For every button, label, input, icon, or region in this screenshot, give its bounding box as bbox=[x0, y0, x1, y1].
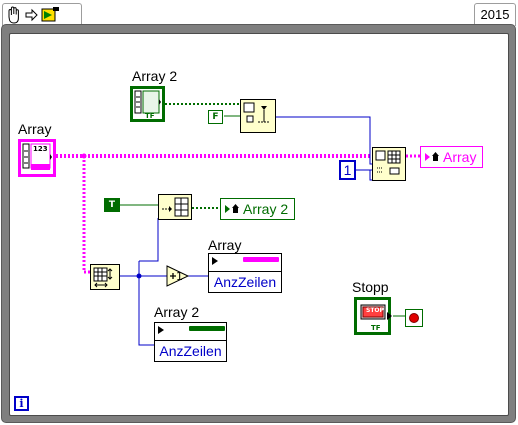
increment-glyph: 1 bbox=[176, 270, 183, 283]
string-array-icon bbox=[22, 143, 52, 170]
run-icon[interactable] bbox=[41, 7, 59, 22]
array2-local-text: Array 2 bbox=[243, 201, 289, 217]
property-owner-icon bbox=[158, 326, 164, 334]
numeric-constant-one[interactable]: 1 bbox=[339, 160, 356, 180]
diagram-toolbar bbox=[2, 3, 82, 26]
array-control-terminal[interactable]: 123 bbox=[18, 139, 56, 177]
stopp-control-terminal[interactable]: STOP TF bbox=[354, 297, 392, 335]
iteration-terminal: i bbox=[14, 396, 29, 411]
replace-array-node[interactable] bbox=[158, 194, 192, 220]
num-wire-to-insert[interactable] bbox=[139, 218, 159, 262]
terminal-arrow-icon bbox=[387, 312, 392, 320]
property-owner-icon bbox=[212, 257, 218, 265]
array-property-label: Array bbox=[208, 237, 242, 253]
array2-property-node[interactable]: AnzZeilen bbox=[154, 322, 227, 362]
array-size-icon bbox=[93, 267, 113, 288]
index-array-icon bbox=[243, 102, 270, 123]
array2-control-terminal[interactable]: TF bbox=[130, 86, 165, 122]
toolbar-icons bbox=[8, 6, 59, 24]
string-wire-array-branch[interactable] bbox=[82, 156, 92, 274]
array-property-name[interactable]: AnzZeilen bbox=[209, 271, 281, 293]
false-constant[interactable]: F bbox=[208, 110, 223, 124]
array2-property-name[interactable]: AnzZeilen bbox=[155, 340, 226, 362]
num-marker: 123 bbox=[33, 145, 48, 153]
wire-junctions bbox=[81, 153, 142, 279]
local-arrow-icon bbox=[225, 205, 230, 213]
array2-control-label: Array 2 bbox=[132, 68, 178, 84]
version-tab: 2015 bbox=[474, 3, 516, 26]
tf-marker: TF bbox=[371, 324, 381, 332]
array-control-label: Array bbox=[18, 121, 52, 137]
array-local-variable[interactable]: Array bbox=[420, 146, 484, 168]
array2-local-variable[interactable]: Array 2 bbox=[220, 198, 296, 220]
string-junction bbox=[81, 153, 87, 159]
house-icon bbox=[432, 152, 439, 161]
stop-button-icon bbox=[360, 304, 386, 320]
index-array-node[interactable] bbox=[240, 99, 276, 133]
stop-condition-icon bbox=[409, 313, 419, 323]
true-constant[interactable]: T bbox=[104, 198, 120, 212]
loop-stop-terminal[interactable] bbox=[405, 309, 423, 327]
insert-array-icon bbox=[375, 150, 401, 175]
insert-into-array-node[interactable] bbox=[372, 147, 406, 181]
array2-property-label: Array 2 bbox=[154, 304, 200, 320]
house-icon bbox=[232, 204, 239, 213]
string-wires bbox=[56, 154, 420, 274]
stopp-control-label: Stopp bbox=[352, 279, 389, 295]
tf-marker: TF bbox=[145, 112, 155, 120]
num-wire-array2-rows[interactable] bbox=[138, 276, 155, 346]
boolean-type-bar bbox=[189, 326, 225, 331]
boolean-wires bbox=[120, 103, 405, 317]
string-type-bar bbox=[243, 257, 279, 262]
numeric-junction bbox=[136, 273, 142, 279]
array-size-node[interactable] bbox=[90, 264, 120, 290]
arrow-icon[interactable] bbox=[25, 8, 38, 22]
replace-array-icon bbox=[162, 197, 189, 217]
boolean-array-icon bbox=[134, 90, 161, 114]
local-arrow-icon bbox=[425, 153, 430, 161]
hand-icon[interactable] bbox=[8, 6, 19, 24]
array-local-text: Array bbox=[443, 149, 477, 165]
increment-node[interactable]: 1 bbox=[166, 265, 190, 287]
array-property-node[interactable]: AnzZeilen bbox=[208, 253, 282, 293]
while-loop-body bbox=[9, 33, 509, 416]
stop-button-text: STOP bbox=[366, 307, 384, 314]
